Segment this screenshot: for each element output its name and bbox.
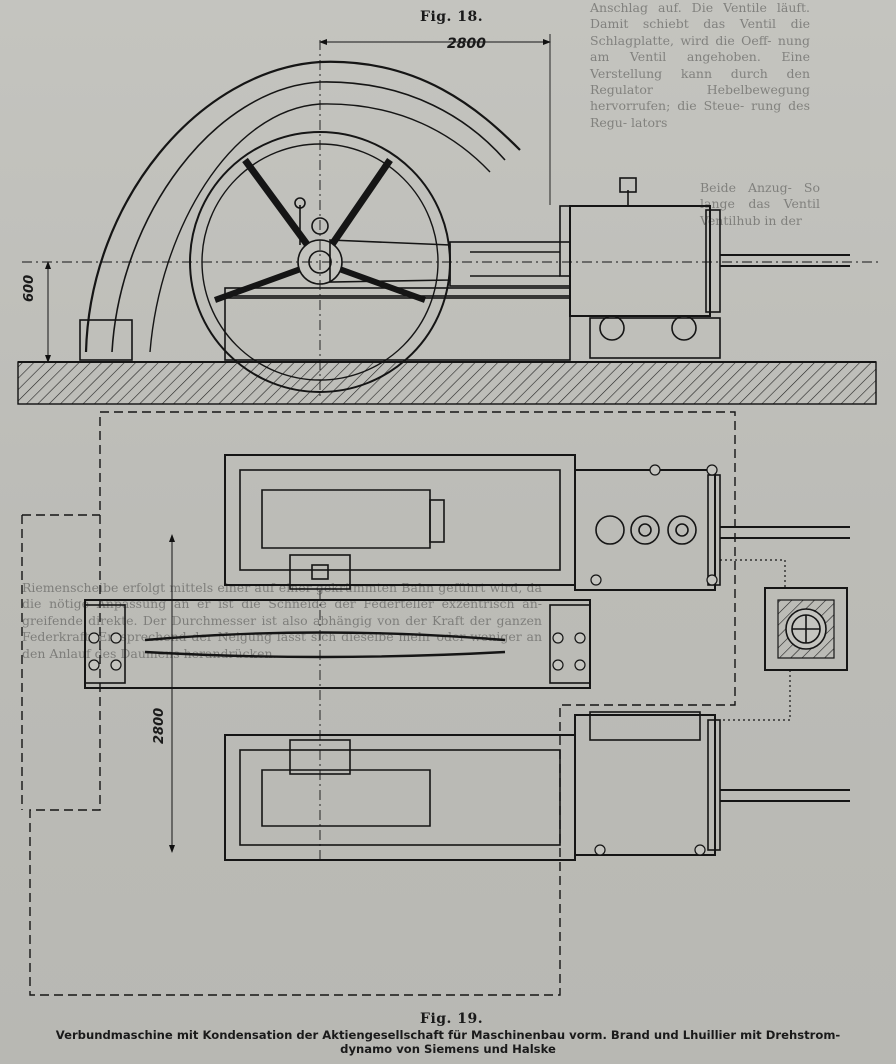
caption-line-1: Verbundmaschine mit Kondensation der Akt…	[55, 1028, 841, 1042]
dimension-label-fig19-vertical: 2800	[152, 707, 167, 744]
bleed-through-text-right-top: Anschlag auf. Die Ventile läuft. Damit s…	[590, 0, 810, 130]
dimension-label-fig18-left: 600	[22, 274, 37, 302]
bleed-through-text-right-mid: Beide Anzug- So lange das Ventil Ventilh…	[700, 180, 820, 228]
dimension-label-fig18-top: 2800	[447, 36, 486, 52]
fig18-elevation	[17, 34, 880, 405]
caption-line-2: dynamo von Siemens und Halske	[340, 1042, 556, 1056]
figure-caption: Verbundmaschine mit Kondensation der Akt…	[20, 1028, 876, 1056]
ground-foundation-hatch	[17, 361, 877, 405]
fig18-label: Fig. 18.	[420, 9, 484, 25]
fig19-label: Fig. 19.	[420, 1011, 484, 1027]
fig19-plan	[21, 411, 850, 996]
